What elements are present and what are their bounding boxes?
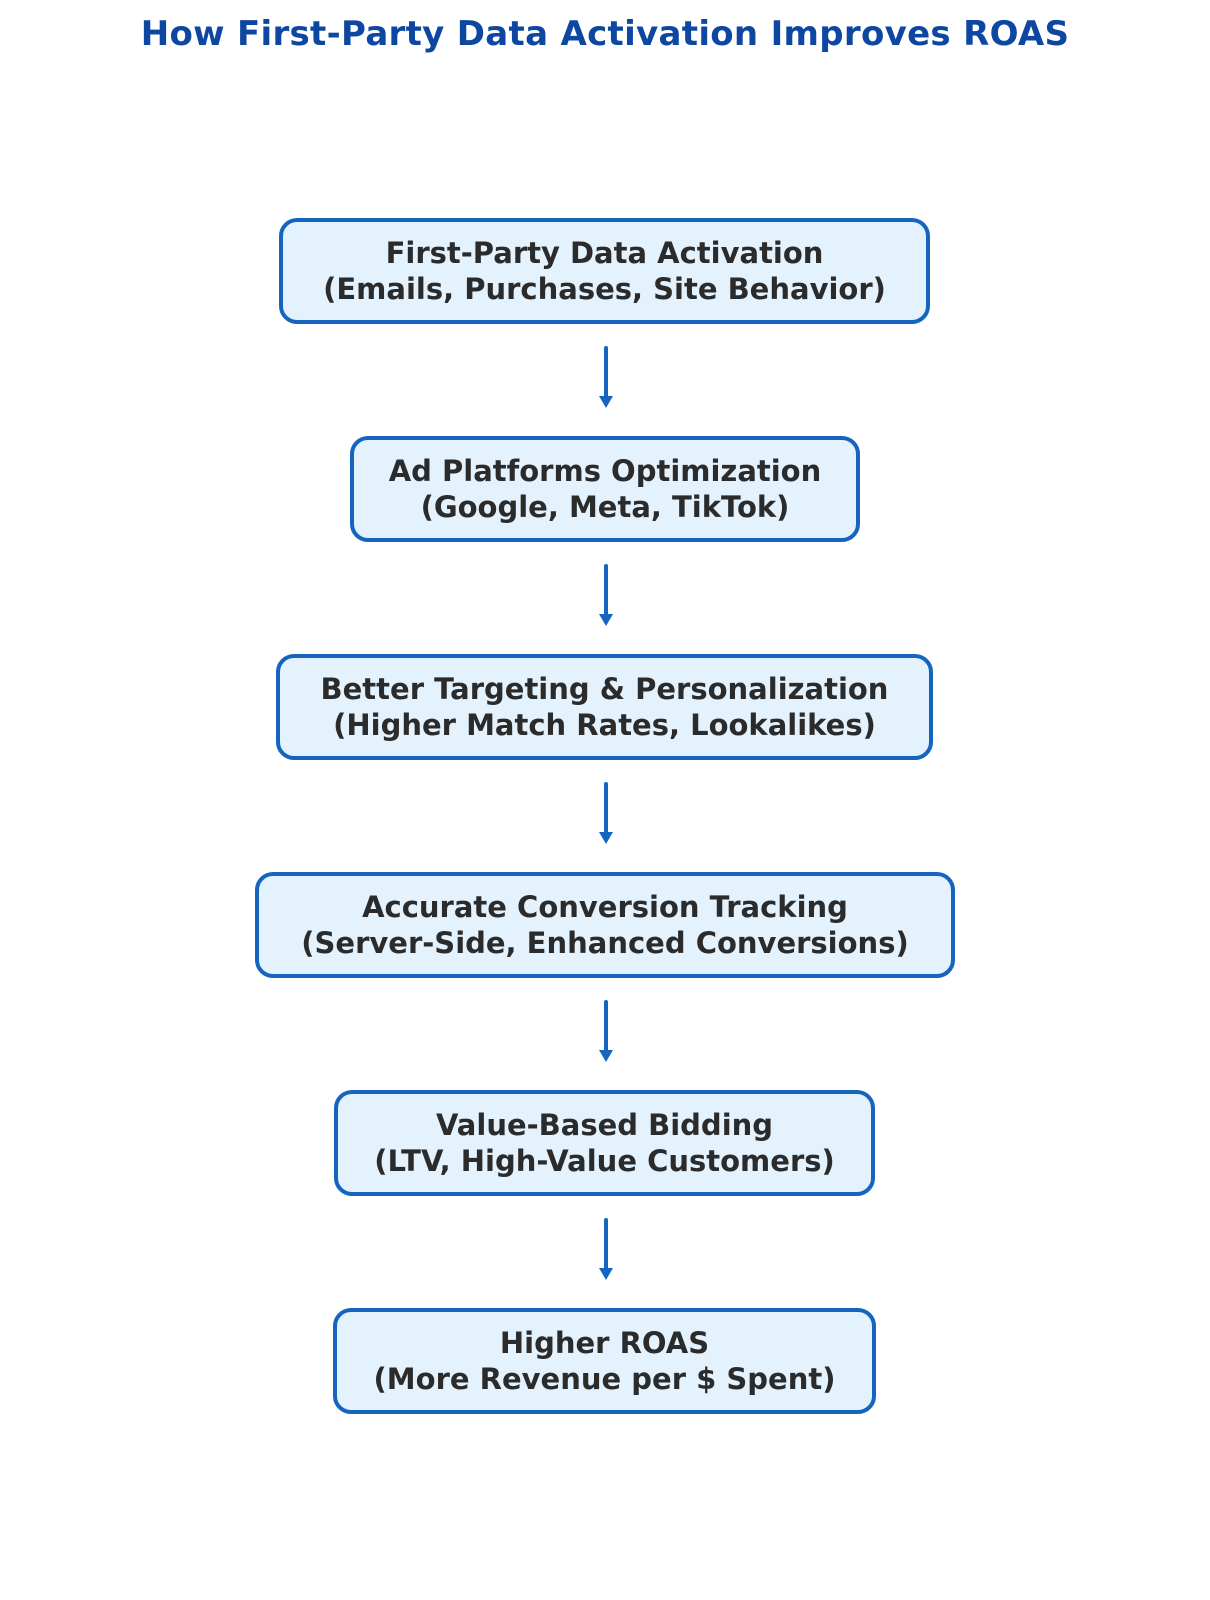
step-conversion-tracking: Accurate Conversion Tracking (Server-Sid… — [255, 872, 955, 978]
step-detail: (Emails, Purchases, Site Behavior) — [323, 272, 886, 306]
step-title: Better Targeting & Personalization — [320, 672, 889, 706]
step-detail: (Google, Meta, TikTok) — [420, 490, 790, 524]
down-arrow-icon — [599, 1218, 613, 1280]
step-detail: (LTV, High-Value Customers) — [374, 1144, 835, 1178]
step-better-targeting: Better Targeting & Personalization (High… — [276, 654, 933, 760]
step-title: Ad Platforms Optimization — [388, 454, 822, 488]
step-first-party-data-activation: First-Party Data Activation (Emails, Pur… — [279, 218, 930, 324]
step-title: Accurate Conversion Tracking — [362, 890, 848, 924]
diagram-title: How First-Party Data Activation Improves… — [140, 14, 1070, 54]
down-arrow-icon — [599, 564, 613, 626]
step-detail: (More Revenue per $ Spent) — [373, 1362, 836, 1396]
step-detail: (Higher Match Rates, Lookalikes) — [333, 708, 876, 742]
step-title: First-Party Data Activation — [385, 236, 824, 270]
step-higher-roas: Higher ROAS (More Revenue per $ Spent) — [333, 1308, 876, 1414]
step-title: Value-Based Bidding — [435, 1108, 774, 1142]
step-title: Higher ROAS — [499, 1326, 710, 1360]
step-detail: (Server-Side, Enhanced Conversions) — [301, 926, 909, 960]
down-arrow-icon — [599, 346, 613, 408]
down-arrow-icon — [599, 1000, 613, 1062]
step-value-based-bidding: Value-Based Bidding (LTV, High-Value Cus… — [334, 1090, 875, 1196]
down-arrow-icon — [599, 782, 613, 844]
step-ad-platforms-optimization: Ad Platforms Optimization (Google, Meta,… — [350, 436, 860, 542]
